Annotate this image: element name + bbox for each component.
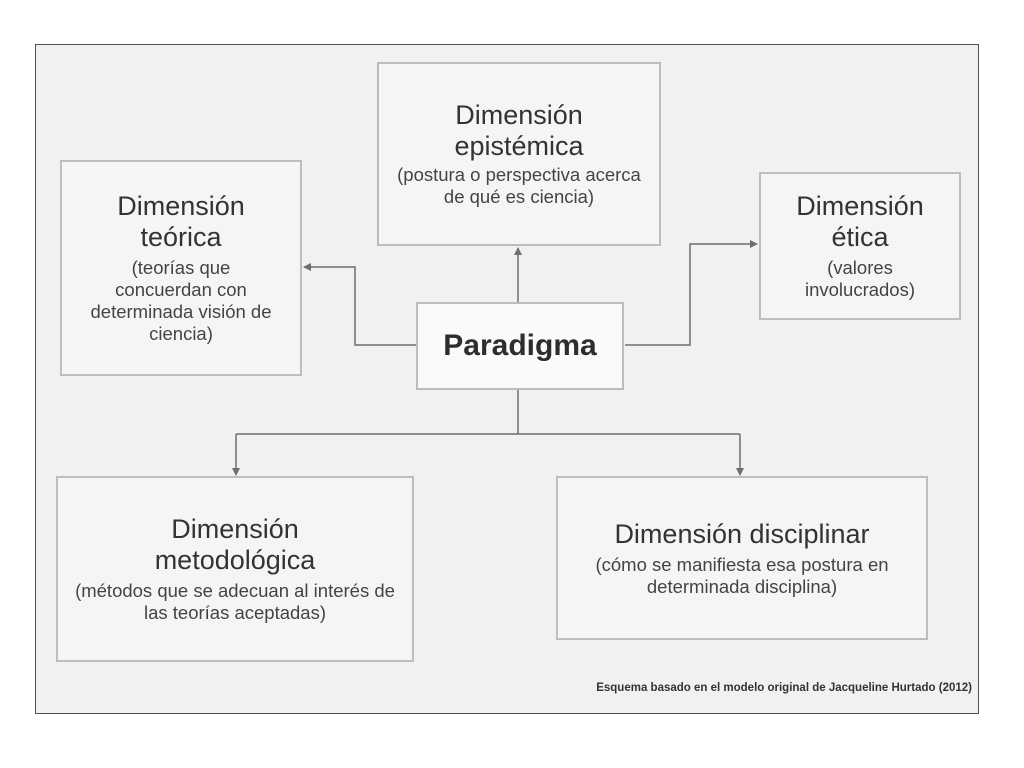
node-dimension-epistemica: Dimensión epistémica (postura o perspect… <box>377 62 661 246</box>
node-description: (valores involucrados) <box>804 257 916 300</box>
node-dimension-metodologica: Dimensión metodológica (métodos que se a… <box>56 476 414 662</box>
source-caption: Esquema basado en el modelo original de … <box>596 682 972 694</box>
node-title: Dimensión metodológica <box>154 514 316 575</box>
node-paradigma: Paradigma <box>416 302 624 390</box>
node-title: Dimensión ética <box>796 191 924 252</box>
node-title: Dimensión disciplinar <box>614 518 870 549</box>
node-title: Dimensión epistémica <box>454 100 584 161</box>
node-description: (métodos que se adecuan al interés de la… <box>75 580 395 623</box>
connector-teorica <box>303 263 416 346</box>
node-dimension-disciplinar: Dimensión disciplinar (cómo se manifiest… <box>556 476 928 640</box>
node-dimension-etica: Dimensión ética (valores involucrados) <box>759 172 961 320</box>
node-title: Dimensión teórica <box>117 191 245 252</box>
connector-etica <box>625 240 758 346</box>
node-description: (teorías que concuerdan con determinada … <box>90 257 272 344</box>
node-description: (cómo se manifiesta esa postura en deter… <box>595 553 889 597</box>
center-label: Paradigma <box>443 329 597 362</box>
node-description: (postura o perspectiva acerca de qué es … <box>397 164 641 207</box>
node-dimension-teorica: Dimensión teórica (teorías que concuerda… <box>60 160 302 376</box>
